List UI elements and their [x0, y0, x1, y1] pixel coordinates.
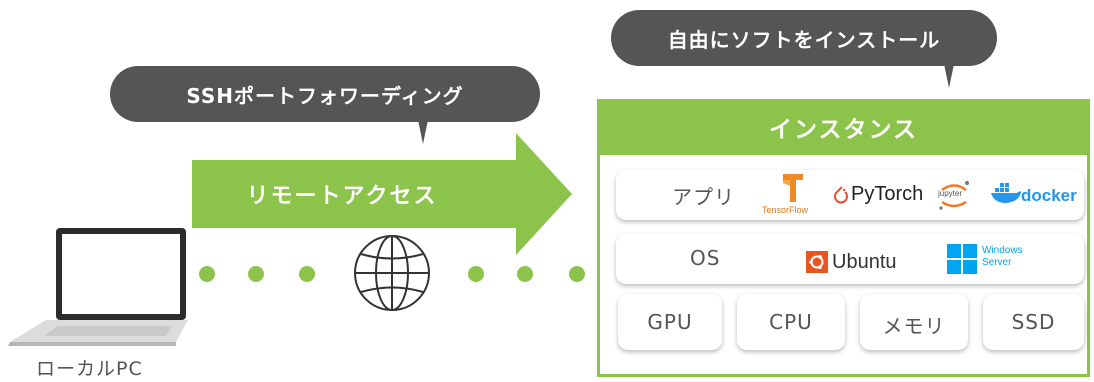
windows-icon	[947, 244, 977, 274]
ssh-bubble-tail	[418, 120, 428, 144]
memory-label: メモリ	[882, 314, 946, 338]
gpu-label: GPU	[647, 310, 693, 334]
laptop-icon	[8, 228, 188, 346]
pytorch-icon	[834, 186, 848, 204]
connection-dot	[468, 266, 484, 282]
connection-dot	[569, 266, 585, 282]
windows-logo-line2: Server	[982, 257, 1012, 268]
remote-access-label: リモートアクセス	[246, 184, 438, 209]
ubuntu-logo-text: Ubuntu	[832, 251, 897, 273]
connection-dot	[248, 266, 264, 282]
windows-logo-line1: Windows	[982, 245, 1023, 256]
connection-dot	[299, 266, 315, 282]
ssh-bubble: SSHポートフォワーディング	[110, 66, 540, 144]
cpu-card	[737, 294, 845, 350]
docker-icon	[991, 183, 1021, 203]
jupyter-icon	[939, 181, 969, 210]
connection-dot	[517, 266, 533, 282]
os-card	[616, 234, 1084, 284]
tensorflow-logo-text: TensorFlow	[762, 205, 809, 215]
windows-logo-text: Windows Server	[982, 245, 1023, 269]
pytorch-logo-text: PyTorch	[851, 183, 924, 205]
remote-access-arrow	[192, 160, 524, 228]
ssd-label: SSD	[1011, 310, 1056, 334]
apps-label: アプリ	[672, 185, 735, 209]
memory-card	[860, 294, 968, 350]
globe-icon	[354, 235, 430, 311]
cpu-label: CPU	[769, 310, 813, 334]
ubuntu-icon	[806, 251, 828, 273]
local-pc-label: ローカルPC	[36, 358, 143, 380]
tensorflow-icon	[783, 174, 803, 202]
connection-dot	[199, 266, 215, 282]
os-label: OS	[690, 246, 721, 270]
instance-title: インスタンス	[768, 117, 919, 143]
remote-access-arrow-head	[516, 133, 572, 255]
gpu-card	[618, 294, 722, 350]
install-bubble-tail	[944, 64, 954, 88]
install-bubble-label: 自由にソフトをインストール	[667, 27, 941, 52]
jupyter-logo-text: jupyter	[938, 189, 963, 198]
docker-logo-text: docker	[1021, 186, 1077, 205]
install-bubble: 自由にソフトをインストール	[611, 10, 997, 88]
ssh-bubble-label: SSHポートフォワーディング	[186, 83, 464, 108]
ssd-card	[983, 294, 1084, 350]
